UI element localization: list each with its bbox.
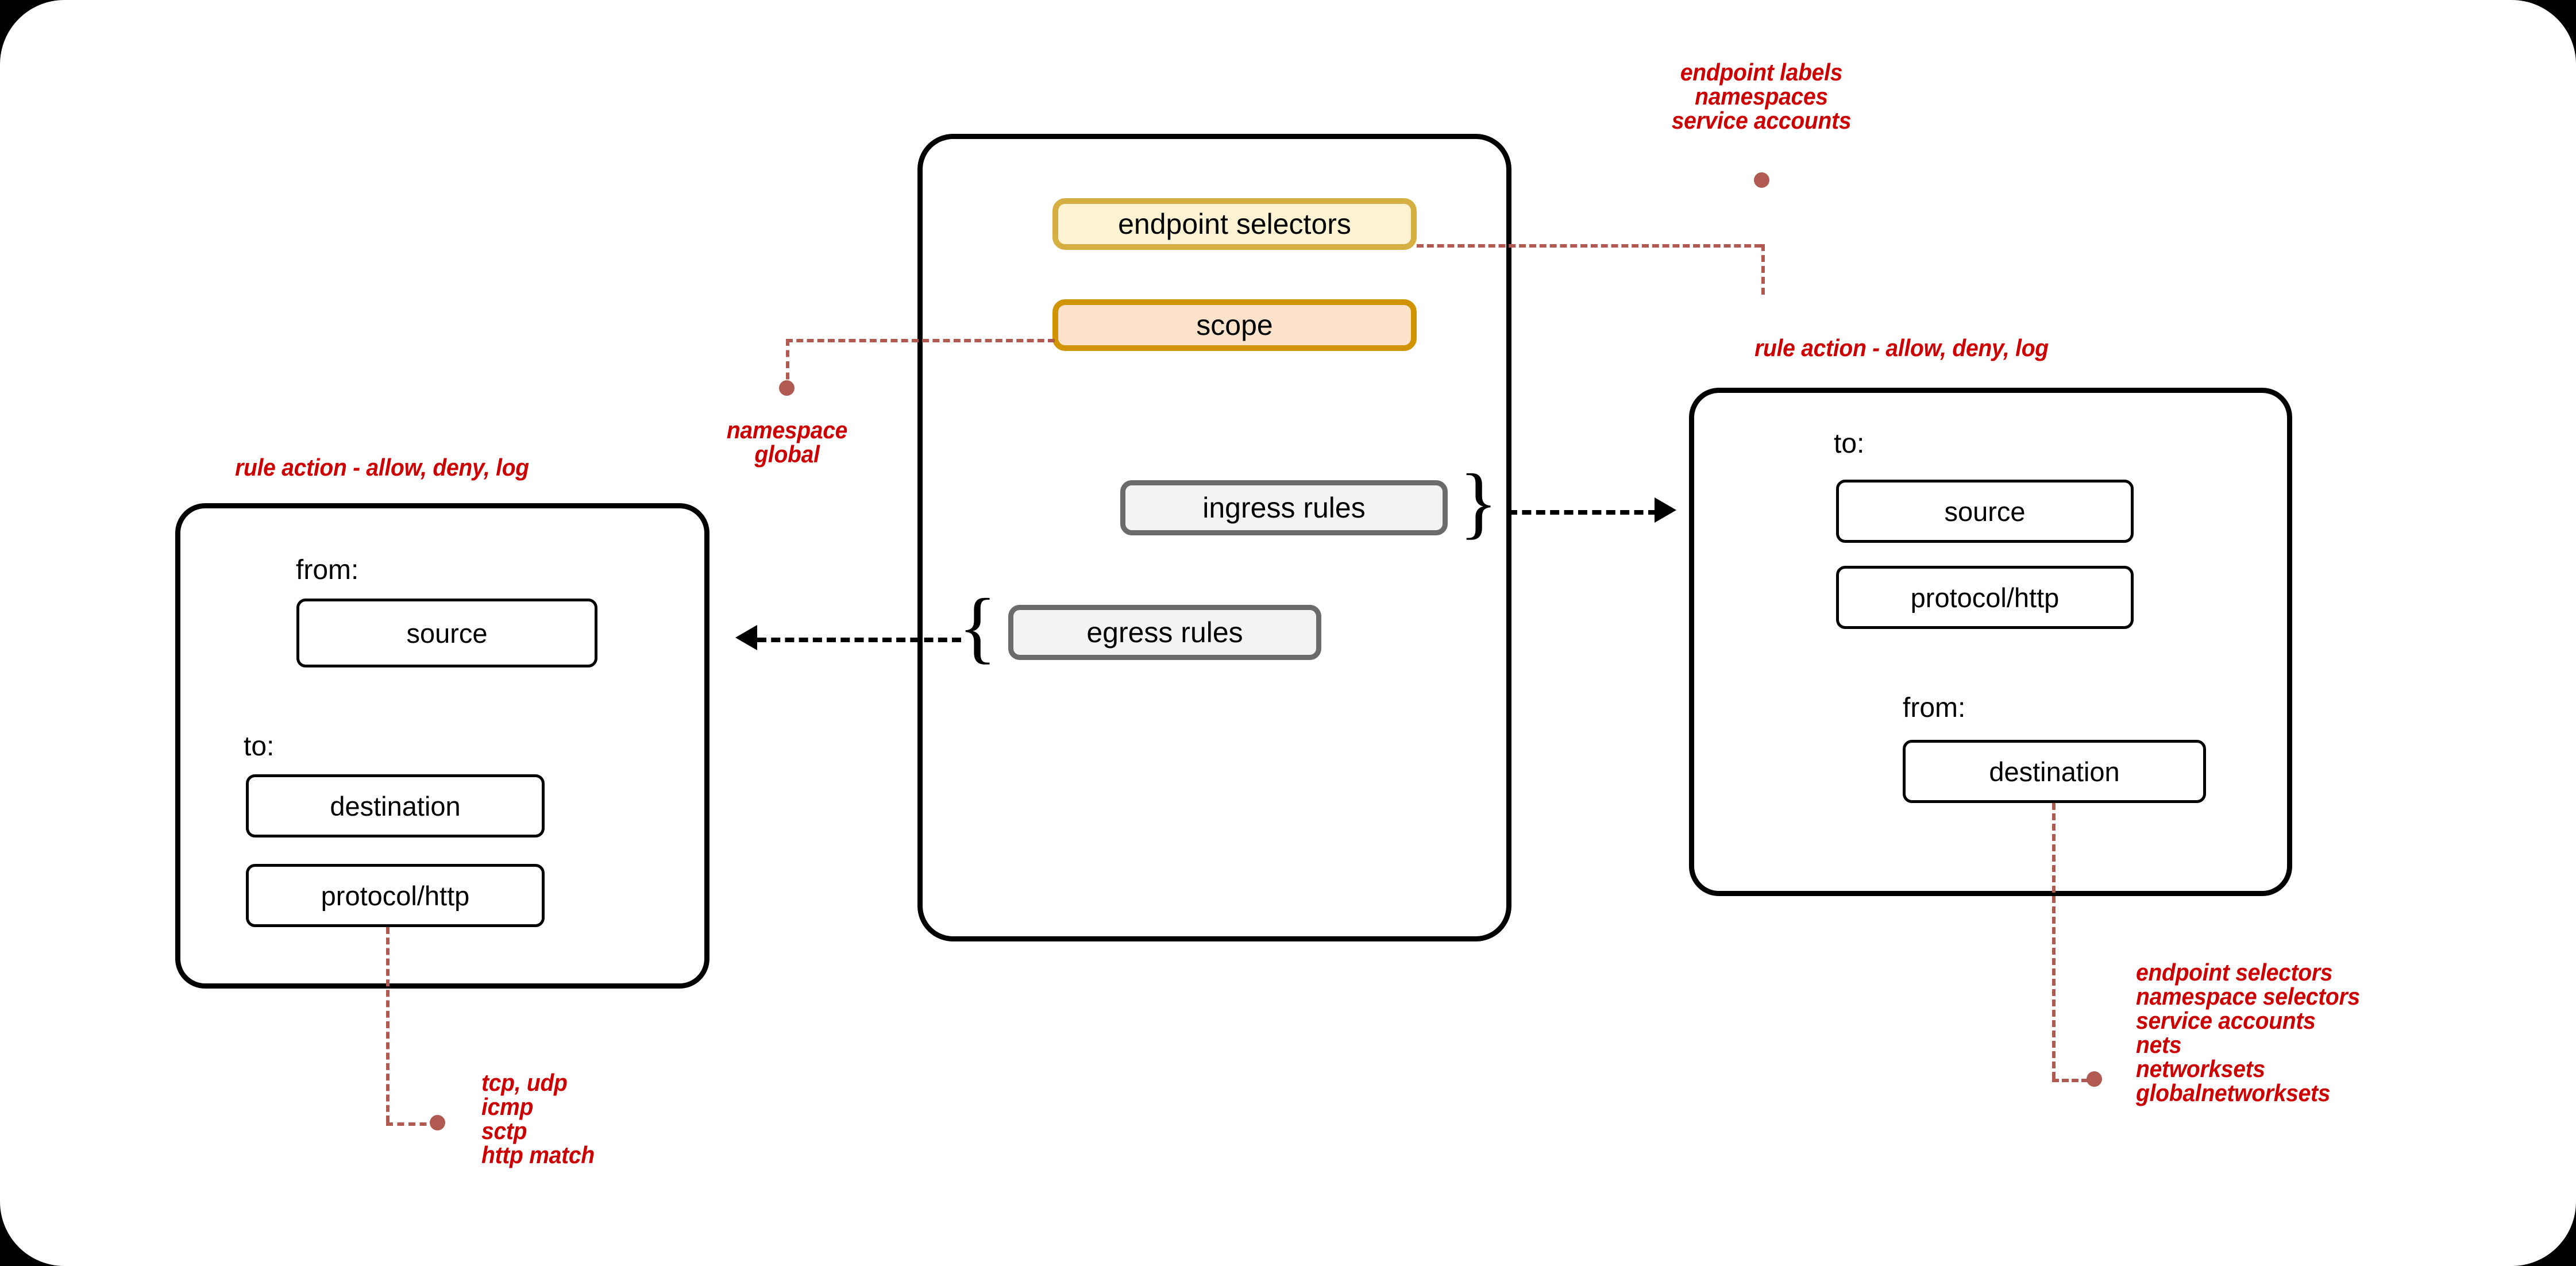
protocol-leader-horizontal <box>386 1122 438 1126</box>
ingress-rules-box-main[interactable]: ingress rules <box>1120 480 1448 535</box>
ingress-rule-panel <box>1689 388 2292 896</box>
destination-leader-dot <box>2087 1071 2102 1087</box>
left-protocol-box[interactable]: protocol/http <box>246 864 545 927</box>
left-to-label: to: <box>244 731 275 762</box>
left-source-box[interactable]: source <box>296 599 597 667</box>
right-source-box[interactable]: source <box>1836 480 2134 543</box>
destination-note: endpoint selectors namespace selectors s… <box>2136 959 2360 1106</box>
scope-leader-vertical <box>786 339 789 391</box>
ingress-arrow-head <box>1655 497 1676 523</box>
right-from-label: from: <box>1903 693 1966 723</box>
egress-arrow-head <box>735 625 757 650</box>
right-rule-action-note: rule action - allow, deny, log <box>1754 334 2049 361</box>
egress-brace: { <box>958 582 997 671</box>
destination-leader-vertical <box>2052 803 2056 1079</box>
protocol-leader-dot <box>430 1115 445 1130</box>
scope-leader-dot <box>779 380 795 396</box>
scope-leader-horizontal <box>786 339 1055 342</box>
endpoint-selectors-note: endpoint labels namespaces service accou… <box>1671 59 1852 134</box>
left-destination-box[interactable]: destination <box>246 774 545 837</box>
endpoint-leader-vertical <box>1761 244 1765 295</box>
endpoint-selectors-box-main[interactable]: endpoint selectors <box>1052 198 1417 250</box>
egress-arrow-line <box>757 638 961 642</box>
left-from-label: from: <box>296 555 359 585</box>
right-protocol-box[interactable]: protocol/http <box>1836 566 2134 629</box>
endpoint-leader-horizontal <box>1417 244 1761 248</box>
egress-rules-box-main[interactable]: egress rules <box>1008 605 1321 660</box>
destination-leader-horizontal <box>2052 1079 2098 1082</box>
protocol-note: tcp, udp icmp sctp http match <box>481 1069 595 1168</box>
scope-box-main[interactable]: scope <box>1052 299 1417 351</box>
ingress-brace: } <box>1459 458 1498 547</box>
endpoint-leader-dot <box>1754 172 1769 188</box>
right-to-label: to: <box>1834 429 1865 459</box>
left-rule-action-note: rule action - allow, deny, log <box>235 454 529 481</box>
policy-center-panel: endpoint selectors scope ingress rules e… <box>917 134 1511 941</box>
right-destination-box[interactable]: destination <box>1903 740 2206 803</box>
ingress-arrow-line <box>1508 510 1657 515</box>
scope-note: namespace global <box>726 416 848 468</box>
protocol-leader-vertical <box>386 927 390 1122</box>
